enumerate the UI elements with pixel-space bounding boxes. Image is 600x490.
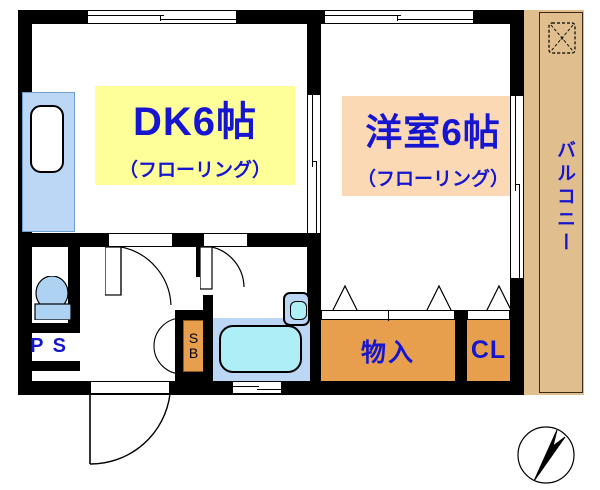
balcony-area — [524, 10, 584, 395]
window-dk-top — [88, 10, 236, 24]
bathtub — [219, 325, 302, 373]
kitchen-sink-basin — [30, 105, 64, 173]
bedroom-room-name: 洋室6帖 — [365, 111, 501, 153]
wall-sb-bottom — [175, 371, 208, 381]
wall-sb-top — [175, 310, 208, 320]
balcony-outline — [539, 12, 583, 393]
dk-room-sub: （フローリング） — [118, 160, 271, 181]
wall-center-vertical-bottom — [307, 233, 321, 395]
closet-door-rail-cl[interactable] — [467, 310, 510, 320]
bedroom-room-label: 洋室6帖 （フローリング） — [342, 96, 524, 196]
dk-room-name: DK6帖 — [132, 100, 258, 144]
ps-label: P S — [30, 335, 68, 357]
wall-dk-bottom-left — [18, 233, 108, 247]
wall-closet-divider — [455, 310, 467, 381]
shoe-box-label-line1: S — [188, 330, 199, 347]
closet-door-marks — [321, 283, 521, 311]
wall-ps-bottom — [18, 361, 80, 371]
sliding-door-center[interactable] — [307, 95, 321, 233]
closet-monoire-label: 物入 — [360, 338, 415, 367]
entrance-door-frame — [90, 381, 170, 394]
wall-closet-right-end — [510, 310, 524, 381]
wall-center-vertical-top — [307, 10, 321, 95]
shoe-box: S B — [183, 320, 204, 372]
door-bath-swing[interactable] — [200, 247, 248, 295]
wall-dk-bottom-right — [248, 233, 321, 247]
balcony-label: バルコニー — [554, 140, 575, 255]
air-conditioner-outdoor-unit-icon: × — [548, 22, 576, 54]
door-frame-dk-2 — [203, 233, 248, 247]
window-room-top — [325, 10, 473, 24]
bedroom-room-sub: （フローリング） — [356, 168, 509, 190]
wall-toilet-bottom — [18, 323, 80, 333]
shoe-box-door[interactable] — [152, 316, 184, 378]
entrance-door-swing[interactable] — [88, 394, 173, 469]
north-arrow-icon — [513, 424, 579, 486]
wash-basin — [283, 292, 310, 326]
door-frame-dk-1 — [108, 233, 173, 247]
svg-text:×: × — [560, 36, 564, 43]
toilet-bowl-icon — [31, 276, 73, 320]
sliding-door-balcony[interactable] — [510, 96, 524, 278]
dk-room-label: DK6帖 （フローリング） — [95, 86, 295, 185]
shoe-box-label-line2: B — [188, 345, 199, 361]
closet-door-rail-monoire[interactable] — [321, 310, 455, 321]
wall-bath-left — [203, 295, 213, 381]
closet-monoire: 物入 — [321, 320, 455, 381]
door-kitchen-swing[interactable] — [105, 247, 175, 311]
closet-cl: CL — [467, 320, 510, 381]
window-bath-bottom — [232, 381, 283, 394]
wall-dk-bottom-mid — [173, 233, 203, 247]
closet-cl-label: CL — [470, 336, 507, 364]
